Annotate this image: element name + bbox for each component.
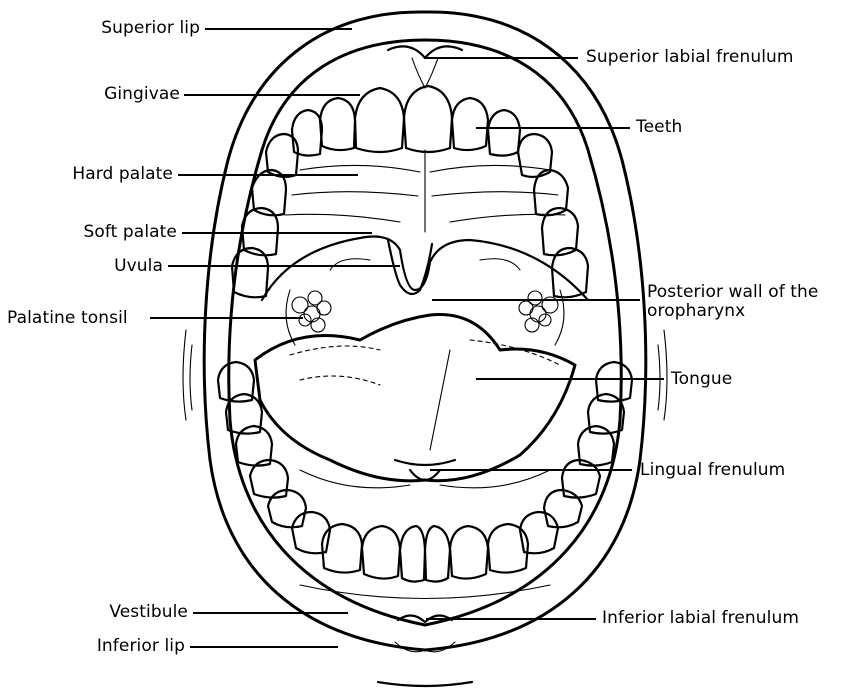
lower-gum-line — [300, 585, 550, 599]
superior-labial-frenulum-shape — [388, 46, 462, 58]
label-inferior-labial-frenulum: Inferior labial frenulum — [602, 609, 799, 627]
label-superior-lip: Superior lip — [60, 19, 200, 37]
label-inferior-lip: Inferior lip — [20, 637, 185, 655]
label-soft-palate: Soft palate — [20, 223, 177, 241]
hard-palate-ridges — [285, 150, 565, 232]
label-vestibule: Vestibule — [20, 603, 188, 621]
upper-frenulum-detail — [412, 58, 438, 88]
soft-palate-arch — [262, 237, 588, 301]
leader-lines — [150, 29, 664, 647]
tongue-midline — [430, 350, 450, 450]
label-lingual-frenulum: Lingual frenulum — [640, 461, 785, 479]
label-teeth: Teeth — [636, 118, 682, 136]
tongue-outline — [255, 314, 575, 480]
label-gingivae: Gingivae — [40, 85, 180, 103]
label-superior-labial-frenulum: Superior labial frenulum — [586, 48, 794, 66]
label-uvula: Uvula — [20, 257, 163, 275]
chin-line — [378, 682, 472, 686]
label-tongue: Tongue — [671, 370, 732, 388]
posterior-pharynx-outline — [330, 259, 520, 270]
right-cheek-crease — [658, 330, 667, 420]
label-hard-palate: Hard palate — [20, 165, 173, 183]
left-cheek-crease — [183, 330, 192, 420]
label-palatine-tonsil: Palatine tonsil — [7, 309, 128, 327]
label-posterior-wall: Posterior wall of the oropharynx — [647, 283, 819, 321]
